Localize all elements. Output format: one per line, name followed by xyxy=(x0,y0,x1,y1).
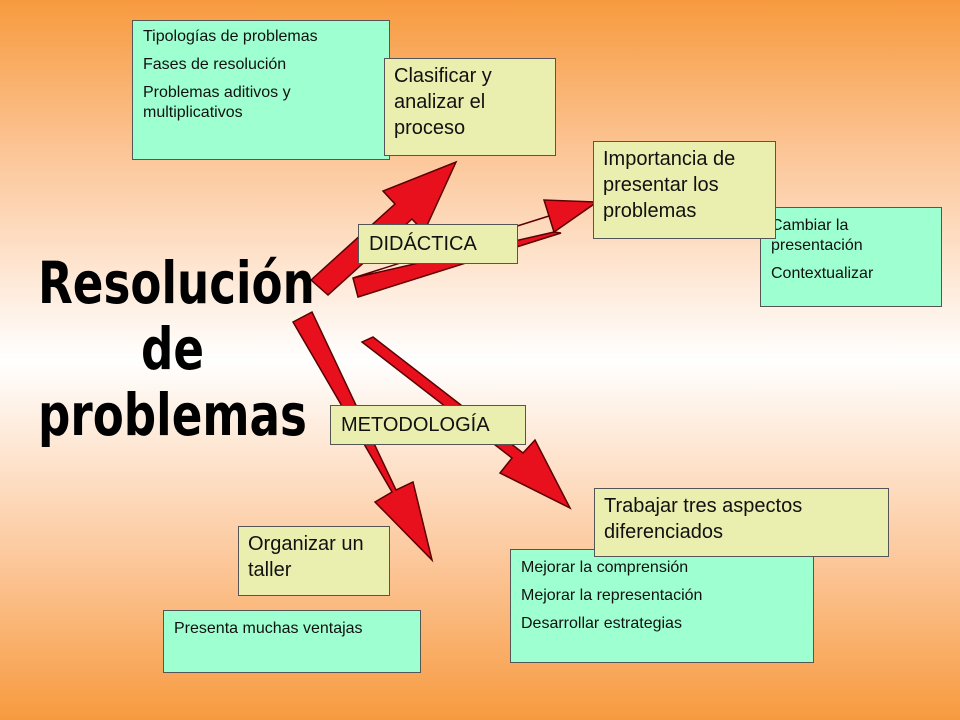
didactica-label: DIDÁCTICA xyxy=(358,224,518,264)
arrow-to-trabajar xyxy=(360,336,572,510)
mejorar-comprension-item: Mejorar la comprensión xyxy=(521,559,689,576)
main-title: Resolución de problemas xyxy=(37,249,315,449)
trabajar-box: Trabajar tres aspectos diferenciados xyxy=(594,488,889,557)
clasificar-box: Clasificar y analizar el proceso xyxy=(384,58,556,156)
cambiar-item: Cambiar la presentación xyxy=(771,217,863,254)
mejorar-box: Mejorar la comprensión Mejorar la repres… xyxy=(510,549,814,663)
cambiar-box: Cambiar la presentación Contextualizar xyxy=(760,207,942,307)
organizar-box: Organizar un taller xyxy=(238,526,390,596)
arrow-to-importancia xyxy=(352,199,600,298)
metodologia-label: METODOLOGÍA xyxy=(330,405,526,445)
fases-item: Fases de resolución xyxy=(143,56,287,73)
presenta-box: Presenta muchas ventajas xyxy=(163,610,421,673)
main-title-line2: problemas xyxy=(38,381,307,449)
problemas-aditivos-item: Problemas aditivos y multiplicativos xyxy=(143,84,291,121)
presenta-item: Presenta muchas ventajas xyxy=(174,620,363,637)
importancia-box: Importancia de presentar los problemas xyxy=(593,141,776,239)
tipologias-box: Tipologías de problemas Fases de resoluc… xyxy=(132,20,390,160)
mejorar-representacion-item: Mejorar la representación xyxy=(521,587,703,604)
tipologias-item: Tipologías de problemas xyxy=(143,28,318,45)
main-title-line1: Resolución de xyxy=(37,249,315,383)
contextualizar-item: Contextualizar xyxy=(771,265,874,282)
desarrollar-estrategias-item: Desarrollar estrategias xyxy=(521,615,682,632)
